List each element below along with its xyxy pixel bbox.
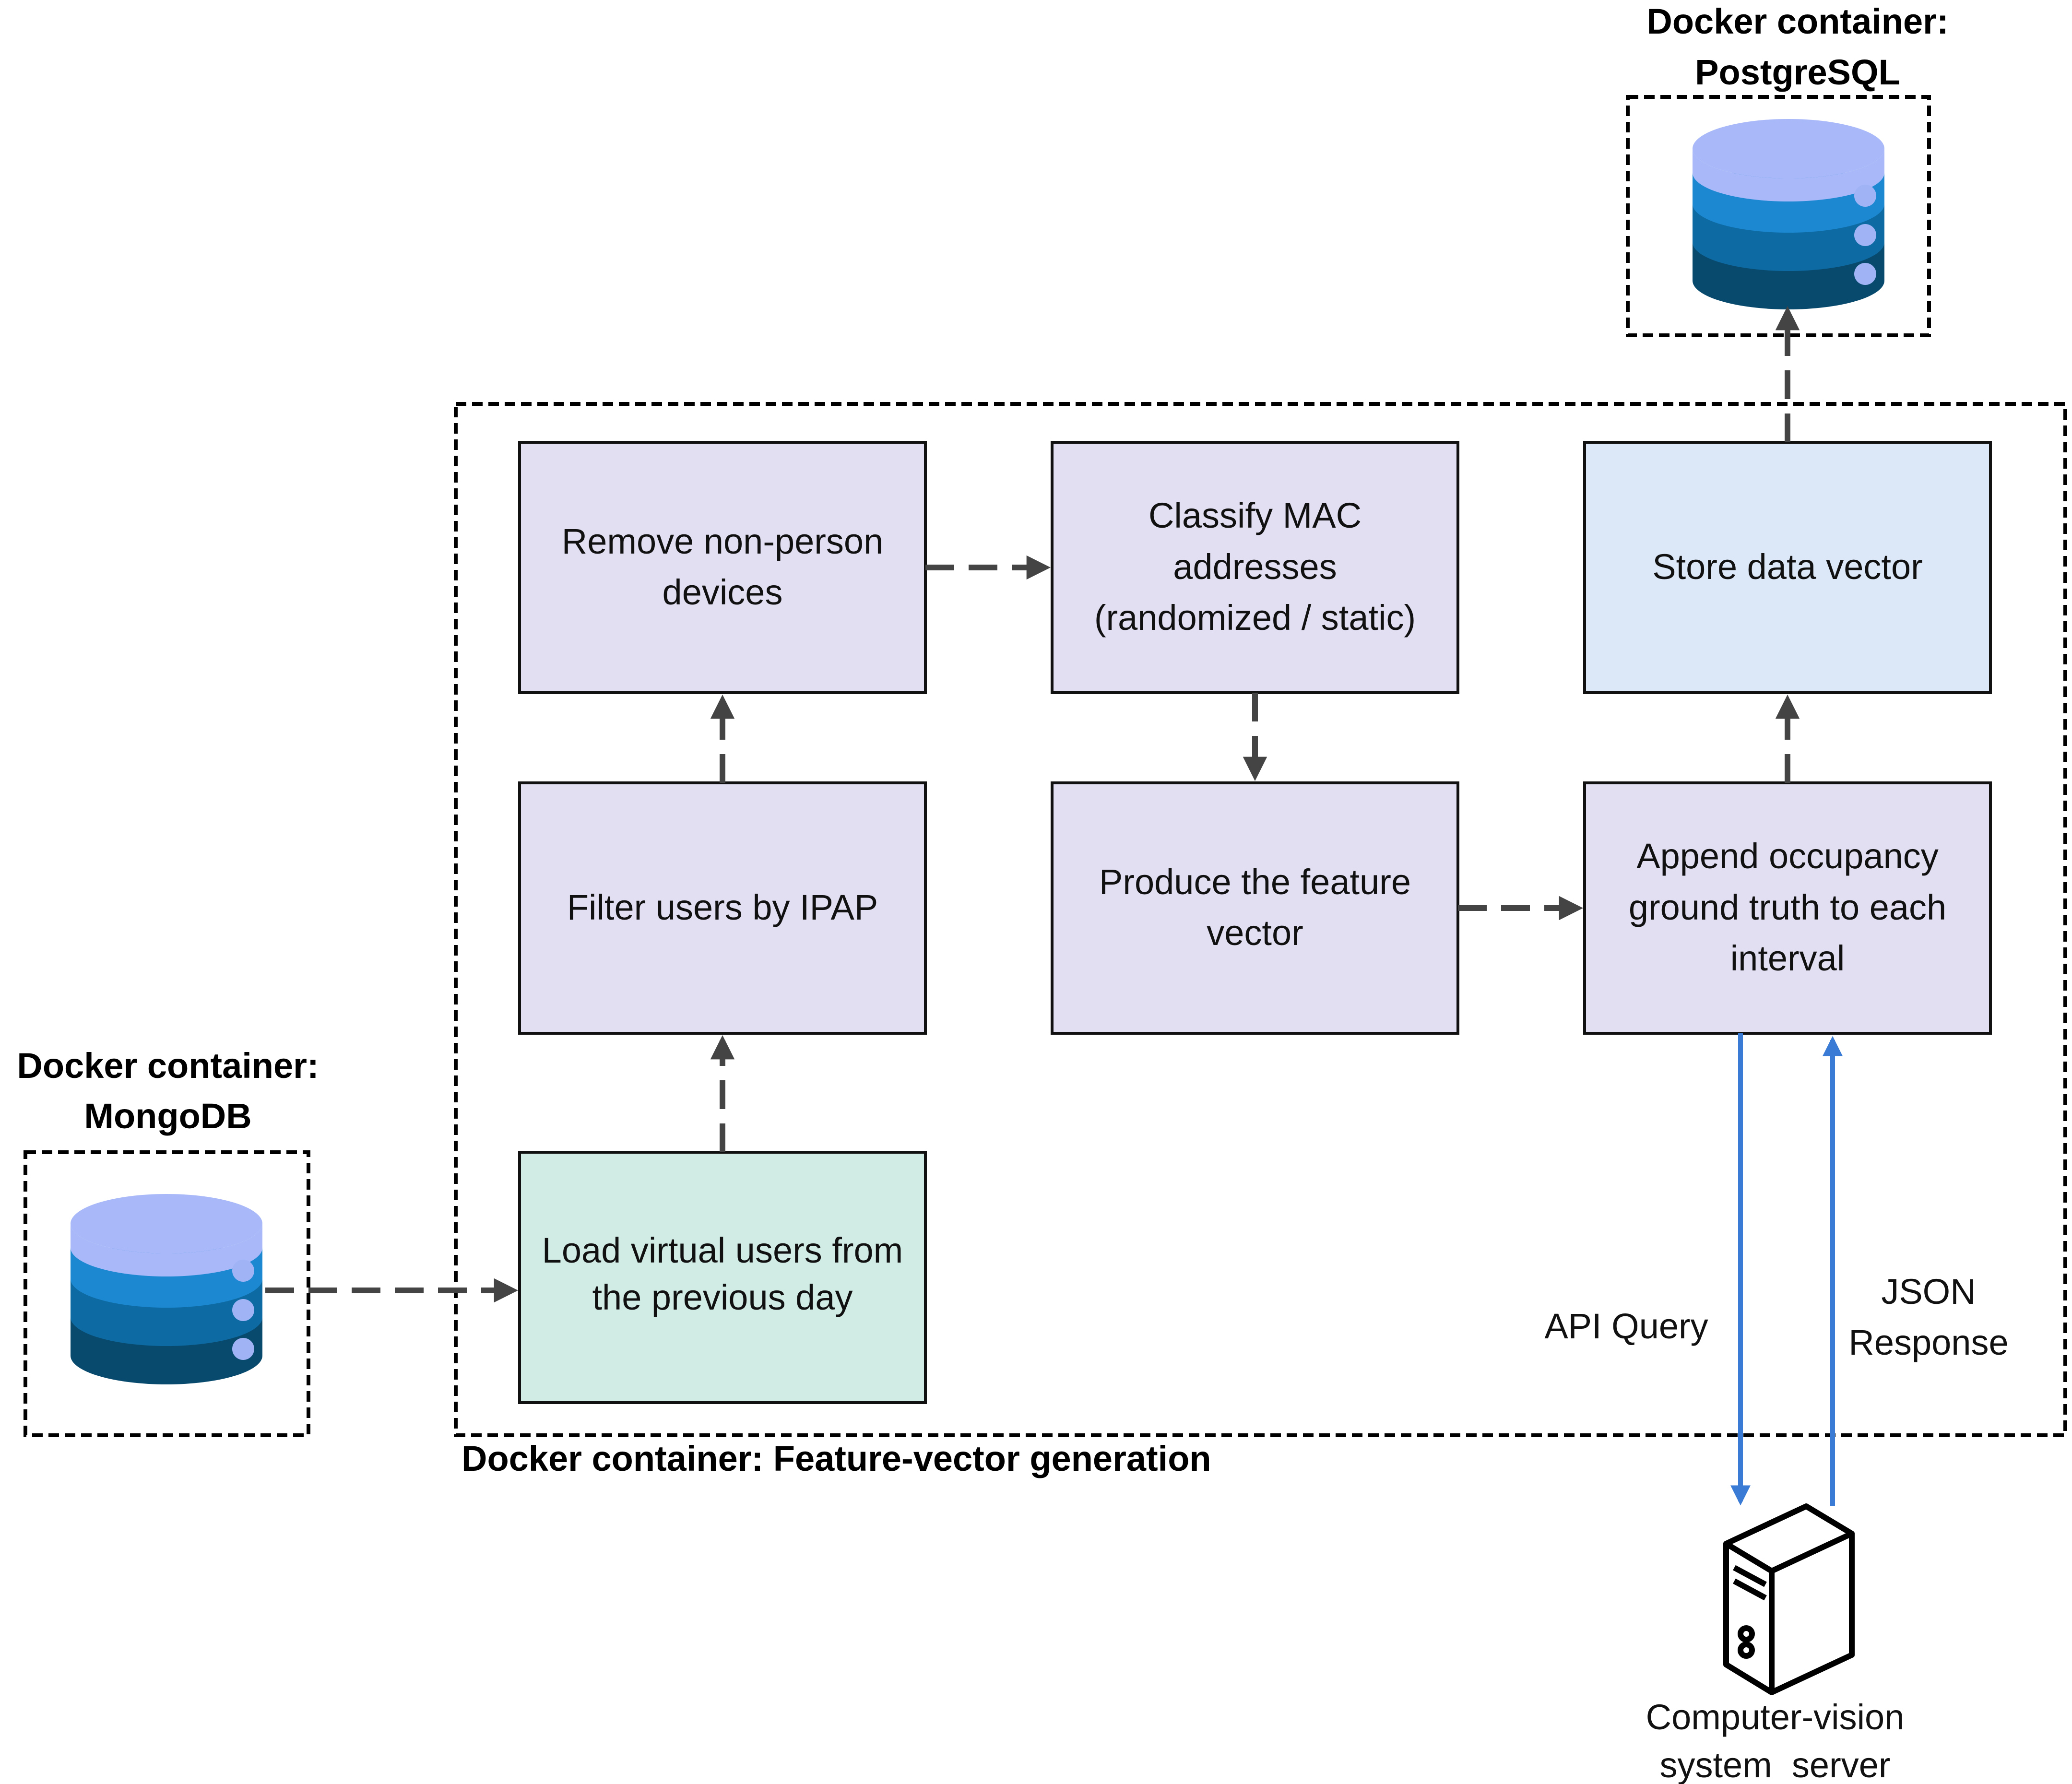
postgres-container: Docker container: PostgreSQL <box>1626 1 1949 337</box>
postgres-container-border <box>1626 95 1931 337</box>
box-append-line2: ground truth to each <box>1629 887 1946 927</box>
box-produce-line2: vector <box>1207 913 1303 953</box>
box-append-line1: Append occupancy <box>1636 836 1938 876</box>
box-remove-line2: devices <box>663 572 783 612</box>
postgres-container-title-line1: Docker container: <box>1646 1 1948 41</box>
box-load-virtual-users: Load virtual users from the previous day <box>518 1151 927 1404</box>
flow-arrows <box>265 306 1800 1303</box>
json-response-label-line1: JSON <box>1881 1272 1976 1311</box>
mongo-container-title-line2: MongoDB <box>84 1096 251 1136</box>
server-icon <box>1723 1503 1855 1695</box>
box-append-occupancy: Append occupancy ground truth to each in… <box>1583 781 1992 1035</box>
api-arrows <box>1730 1033 1843 1506</box>
box-produce-line1: Produce the feature <box>1099 862 1411 902</box>
server-label-line2: system server <box>1659 1745 1890 1784</box>
json-response-label-line2: Response <box>1848 1323 2008 1362</box>
mongo-container: Docker container: MongoDB <box>17 1046 319 1437</box>
box-load-line2: the previous day <box>592 1277 852 1317</box>
box-filter-line1: Filter users by IPAP <box>567 887 878 927</box>
feature-container-title: Docker container: Feature-vector generat… <box>462 1439 1211 1478</box>
box-classify-mac: Classify MAC addresses (randomized / sta… <box>1051 441 1459 694</box>
box-append-line3: interval <box>1730 938 1845 978</box>
box-store-data-vector: Store data vector <box>1583 441 1992 694</box>
server-label-line1: Computer-vision <box>1646 1697 1905 1737</box>
feature-container: Docker container: Feature-vector generat… <box>454 402 2067 1478</box>
postgres-database-icon <box>1693 119 1884 309</box>
box-classify-line1: Classify MAC <box>1148 496 1362 535</box>
mongo-container-title-line1: Docker container: <box>17 1046 319 1086</box>
box-remove-line1: Remove non-person <box>562 521 883 561</box>
box-filter-users: Filter users by IPAP <box>518 781 927 1035</box>
box-produce-feature-vector: Produce the feature vector <box>1051 781 1459 1035</box>
box-classify-line2: addresses <box>1173 547 1337 587</box>
mongo-container-border <box>24 1150 310 1437</box>
postgres-container-title-line2: PostgreSQL <box>1695 52 1900 92</box>
box-classify-line3: (randomized / static) <box>1094 598 1416 638</box>
mongo-database-icon <box>71 1194 262 1384</box>
api-query-label: API Query <box>1544 1306 1708 1346</box>
feature-container-border <box>454 402 2067 1437</box>
box-load-line1: Load virtual users from <box>542 1230 903 1270</box>
box-store-line1: Store data vector <box>1652 547 1923 587</box>
box-remove-non-person: Remove non-person devices <box>518 441 927 694</box>
